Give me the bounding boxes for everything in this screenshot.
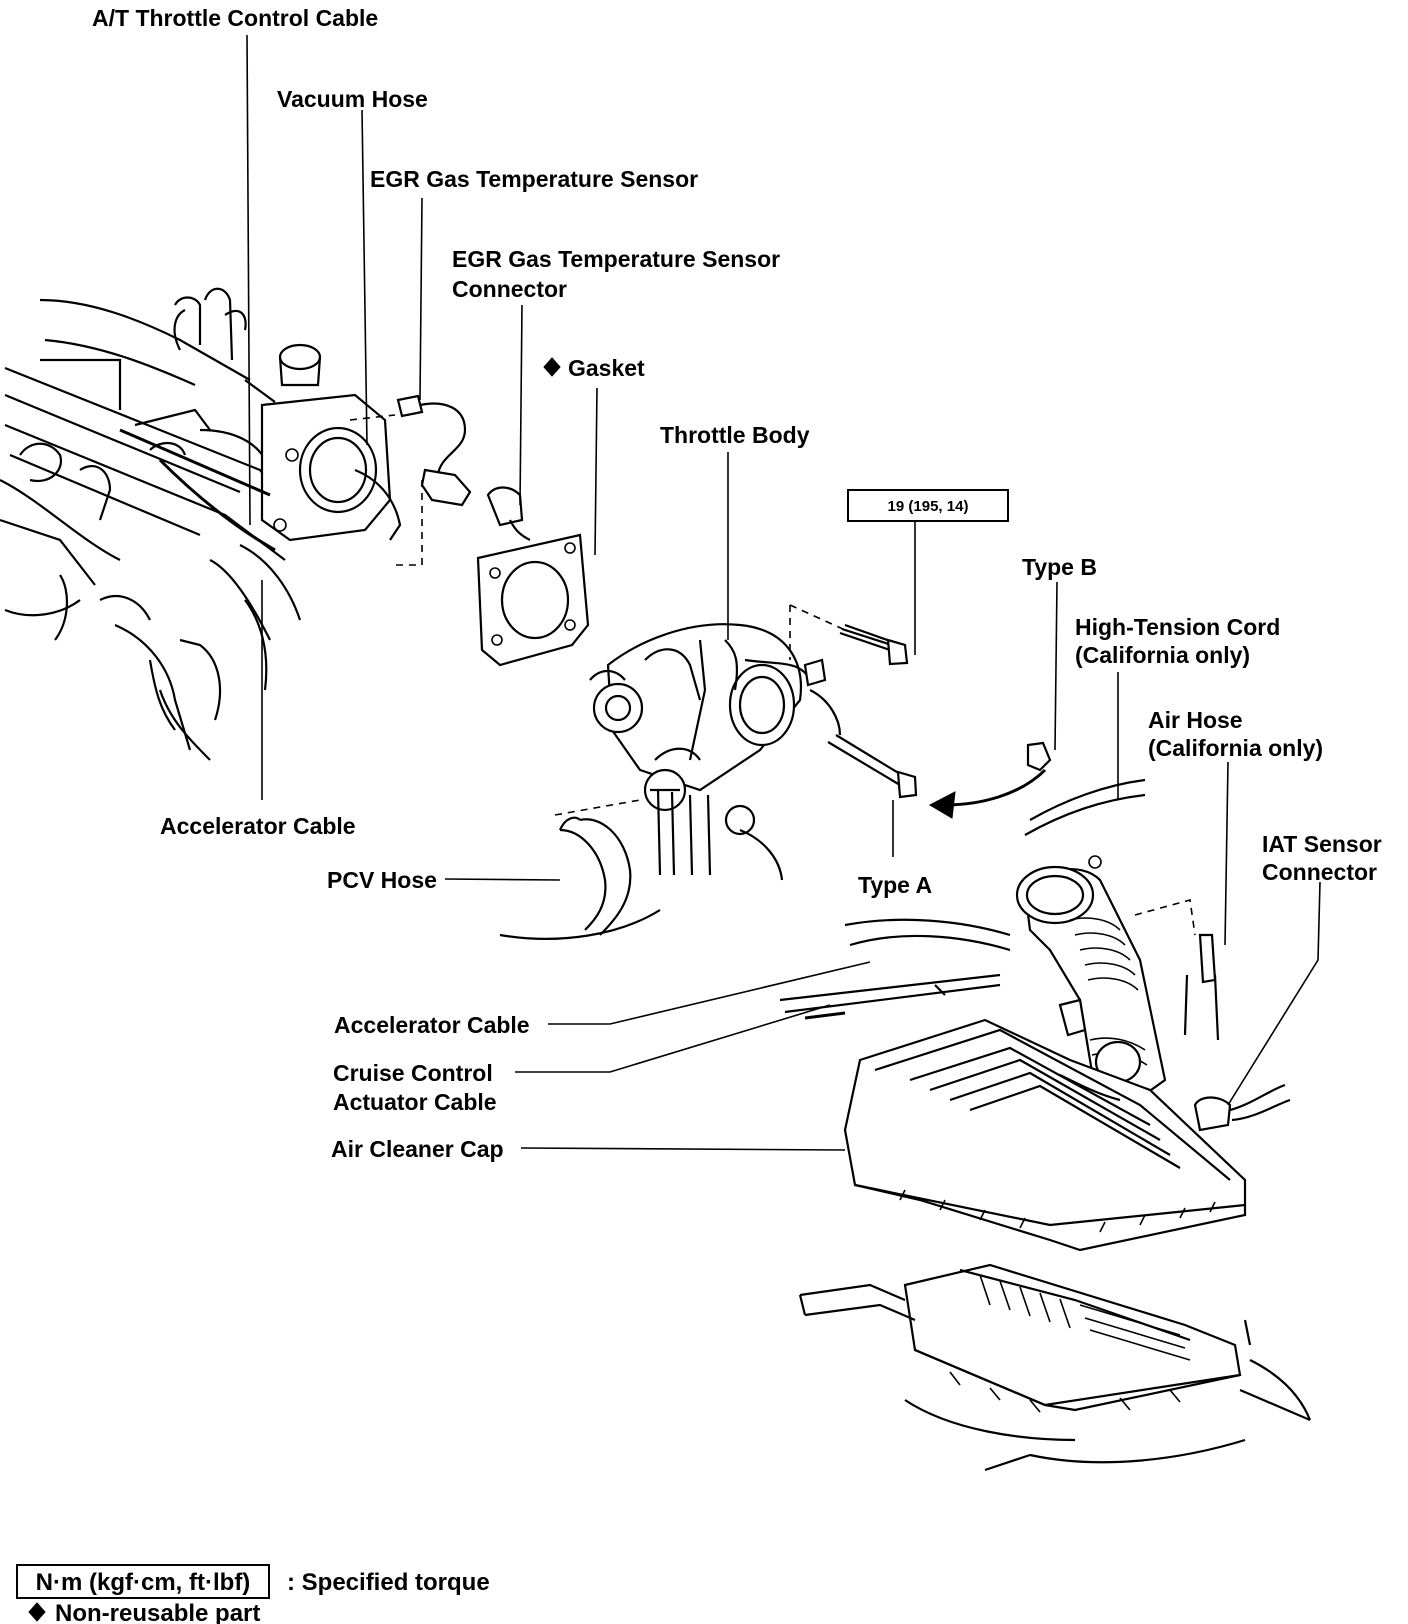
label-type-a: Type A [858,872,932,898]
label-air-cleaner-cap: Air Cleaner Cap [331,1136,504,1162]
legend-torque-box [16,1564,270,1599]
black-diamond-icon [28,1602,46,1622]
label-egr-connector-line1: EGR Gas Temperature Sensor [452,246,780,272]
label-gasket: Gasket [568,355,645,381]
air-cleaner-cap-drawing [843,1018,1247,1252]
label-cruise-control-line1: Cruise Control [333,1060,493,1086]
label-high-tension-cord-line1: High-Tension Cord [1075,614,1280,640]
label-egr-connector-line2: Connector [452,276,567,302]
legend-non-reusable: Non-reusable part [55,1600,260,1624]
label-high-tension-cord-line2: (California only) [1075,642,1250,668]
air-cleaner-case-drawing [798,1263,1312,1472]
legend-torque-description: : Specified torque [287,1569,490,1596]
bolt-drawings [827,623,1052,819]
legend: N·m (kgf·cm, ft·lbf) : Specified torque … [16,1564,490,1624]
label-air-hose-line2: (California only) [1148,735,1323,761]
pcv-hose-drawing [499,816,661,940]
label-vacuum-hose: Vacuum Hose [277,86,428,112]
gasket-drawing [476,533,590,667]
leader-lines [246,34,1321,1151]
label-accelerator-cable-bottom: Accelerator Cable [334,1012,530,1038]
throttle-body-drawing [589,623,842,881]
cable-drawings [779,778,1146,1020]
torque-spec-box [847,489,1009,522]
air-intake-hose-drawing [1015,855,1291,1132]
label-type-b: Type B [1022,554,1097,580]
label-egr-gas-temperature-sensor: EGR Gas Temperature Sensor [370,166,698,192]
alignment-dashed-lines [349,414,1196,936]
label-iat-sensor-line1: IAT Sensor [1262,831,1382,857]
label-pcv-hose: PCV Hose [327,867,437,893]
label-accelerator-cable-top: Accelerator Cable [160,813,356,839]
torque-spec-value: 19 (195, 14) [888,498,969,515]
labels: A/T Throttle Control Cable Vacuum Hose E… [92,5,1382,1162]
egr-sensor-drawing [396,394,531,541]
black-diamond-icon [543,357,561,377]
legend-torque-unit: N·m (kgf·cm, ft·lbf) [36,1569,251,1596]
intake-manifold-drawing [0,287,402,761]
label-at-throttle-control-cable: A/T Throttle Control Cable [92,5,378,31]
label-cruise-control-line2: Actuator Cable [333,1089,497,1115]
label-throttle-body: Throttle Body [660,422,810,448]
label-air-hose-line1: Air Hose [1148,707,1243,733]
label-iat-sensor-line2: Connector [1262,859,1377,885]
